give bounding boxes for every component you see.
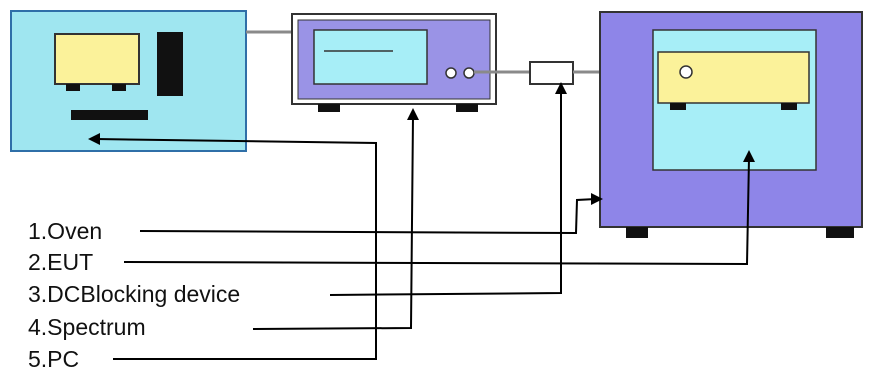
oven-foot-left: [626, 227, 648, 238]
legend-item-eut: 2.EUT: [28, 249, 93, 275]
arrowhead-pc: [88, 133, 100, 145]
eut-icon: [657, 51, 810, 110]
legend-item-pc: 5.PC: [28, 346, 79, 371]
arrowhead-oven: [591, 193, 603, 205]
analyzer-foot-left: [318, 104, 340, 112]
leader-line-oven: [139, 198, 597, 235]
arrowhead-spectrum: [407, 108, 419, 120]
analyzer-port-1: [445, 67, 457, 79]
eut-foot-left: [670, 103, 686, 110]
pc-keyboard: [71, 110, 148, 120]
analyzer-screen: [313, 29, 428, 85]
eut-port: [679, 65, 693, 79]
legend-item-oven: 1.Oven: [28, 218, 102, 244]
oven-icon: [599, 11, 863, 238]
dc-blocking-device-icon: [529, 61, 574, 85]
analyzer-port-2: [463, 67, 475, 79]
pc-monitor: [54, 33, 140, 85]
pc-monitor-foot-left: [66, 84, 80, 91]
pc-tower: [157, 32, 183, 96]
legend-item-spectrum: 4.Spectrum: [28, 314, 146, 340]
eut-body: [657, 51, 810, 104]
leader-line-dc-blocker: [329, 90, 562, 296]
legend-item-dc-blocking-device: 3.DCBlocking device: [28, 281, 240, 307]
pc-monitor-foot-right: [112, 84, 126, 91]
arrowhead-eut: [743, 150, 755, 162]
eut-foot-right: [781, 103, 797, 110]
leader-line-pc: [95, 138, 377, 360]
legend: 1.Oven 2.EUT 3.DCBlocking device 4.Spect…: [28, 218, 240, 371]
arrowhead-dc-blocker: [555, 82, 567, 94]
leader-line-eut: [123, 157, 750, 266]
analyzer-foot-right: [456, 104, 478, 112]
leader-line-spectrum: [252, 115, 414, 330]
pc-icon: [10, 10, 247, 152]
oven-foot-right: [826, 227, 854, 238]
spectrum-analyzer-icon: [291, 13, 497, 112]
